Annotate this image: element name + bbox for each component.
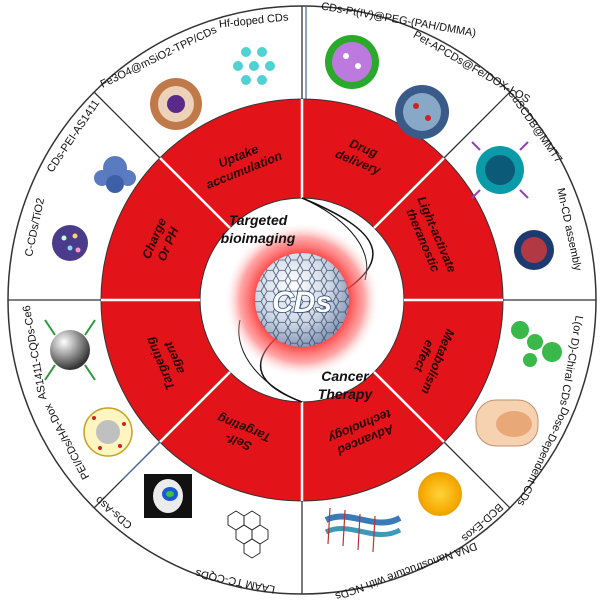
thumb-cds-pt-sphere	[325, 35, 379, 89]
thumb-pet-apcds	[395, 85, 449, 139]
thumb-bcd-exos	[418, 472, 462, 516]
thumb-cuscdb	[471, 141, 529, 199]
targeted-bioimaging-line2: bioimaging	[221, 230, 296, 246]
thumb-as1411-ball	[44, 319, 96, 381]
thumb-fe3o4-sphere	[150, 78, 202, 130]
targeted-bioimaging-line1: Targeted	[229, 212, 288, 228]
core-hex-shell	[255, 253, 349, 347]
core-label: CDs	[272, 286, 332, 319]
ring-dividers	[101, 99, 503, 501]
thumb-laam-structure	[227, 510, 269, 559]
thumb-pei-cds-ha	[83, 407, 133, 457]
thumb-dna-nanostructure	[324, 507, 402, 553]
thumb-dose-dependent	[475, 399, 539, 447]
cancer-therapy-line2: Therapy	[318, 386, 374, 402]
thumb-chiral-cds	[511, 321, 562, 367]
thumb-ccds-tio2	[52, 225, 88, 261]
thumb-mouse-imaging	[144, 474, 192, 518]
outer-dividers	[8, 6, 596, 594]
thumb-cds-pei-cluster	[94, 156, 136, 193]
thumb-hf-doped	[233, 47, 275, 85]
thumb-mn-cd-assembly	[514, 230, 554, 270]
cancer-therapy-line1: Cancer	[321, 368, 370, 384]
